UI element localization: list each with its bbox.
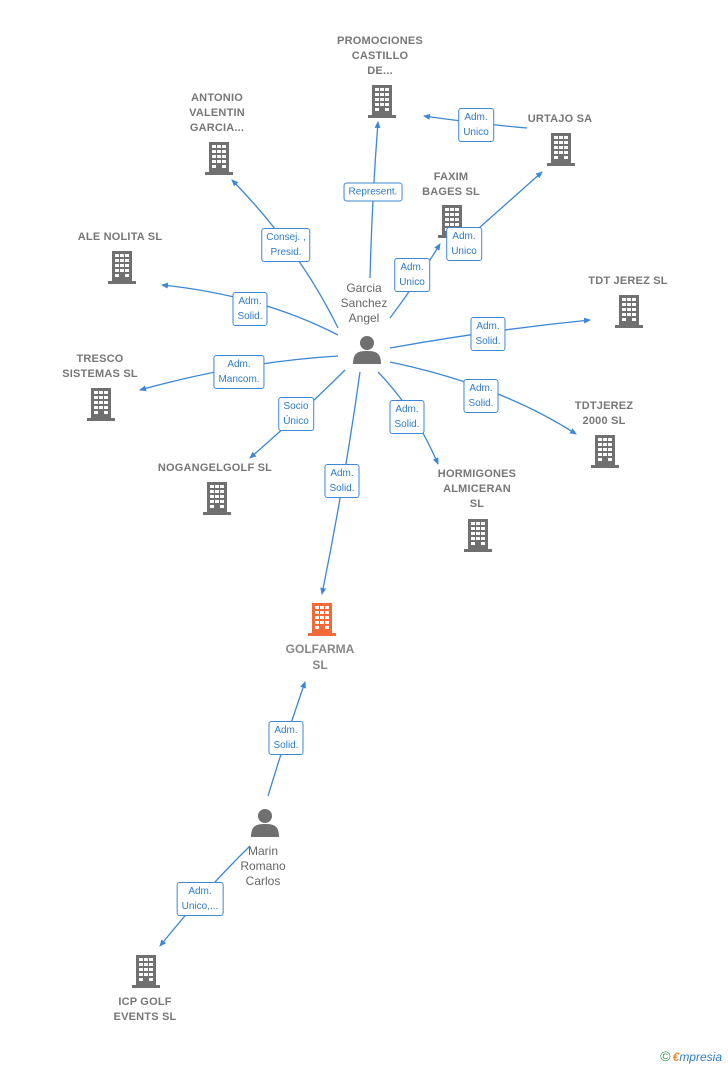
- edge-label-represent: Represent.: [343, 182, 403, 202]
- edge-label-adm-solid-tdt2000: Adm.Solid.: [463, 379, 499, 413]
- person-icon[interactable]: [251, 809, 279, 837]
- brand-footer[interactable]: ©€mpresia: [660, 1048, 722, 1064]
- copyright-icon: ©: [660, 1048, 671, 1064]
- edge-label-adm-solid-tdt: Adm.Solid.: [470, 317, 506, 351]
- building-icon[interactable]: [547, 133, 575, 166]
- building-icon[interactable]: [203, 482, 231, 515]
- edge-urtajo: [469, 171, 543, 237]
- edge-label-consej: Consej. ,Presid.: [261, 228, 311, 262]
- company-label-urtajo[interactable]: URTAJO SA: [527, 113, 593, 125]
- building-icon[interactable]: [591, 435, 619, 468]
- company-label-tdt-jerez[interactable]: TDT JEREZ SL: [588, 275, 668, 287]
- edge-label-adm-unico-urtajo: Adm.Unico: [458, 108, 494, 142]
- building-icon[interactable]: [108, 251, 136, 284]
- edge-label-adm-unico-faxim: Adm.Unico: [394, 258, 430, 292]
- edge-label-adm-mancom: Adm.Mancom.: [213, 355, 265, 389]
- building-icon[interactable]: [464, 519, 492, 552]
- edge-label-adm-solid-ale: Adm.Solid.: [232, 292, 268, 326]
- edge-label-adm-solid-marin: Adm.Solid.: [268, 721, 304, 755]
- edge-label-adm-solid-golfarma: Adm.Solid.: [324, 464, 360, 498]
- building-icon[interactable]: [205, 142, 233, 175]
- brand-name: mpresia: [679, 1050, 722, 1064]
- edge-label-adm-unico-urtajo2: Adm.Unico: [446, 227, 482, 261]
- building-icon[interactable]: [132, 955, 160, 988]
- edge-label-adm-unico-icp: Adm.Unico,...: [176, 882, 224, 916]
- building-icon[interactable]: [87, 388, 115, 421]
- brand-logo-e: €: [672, 1050, 680, 1064]
- building-icon[interactable]: [615, 295, 643, 328]
- main-company-building-icon[interactable]: [308, 603, 336, 636]
- company-label-nogangelgolf[interactable]: NOGANGELGOLF SL: [157, 462, 273, 474]
- building-icon[interactable]: [368, 85, 396, 118]
- person-icon[interactable]: [353, 336, 381, 364]
- company-label-ale-nolita[interactable]: ALE NOLITA SL: [77, 231, 163, 243]
- edge-label-adm-solid-horm: Adm.Solid.: [389, 400, 425, 434]
